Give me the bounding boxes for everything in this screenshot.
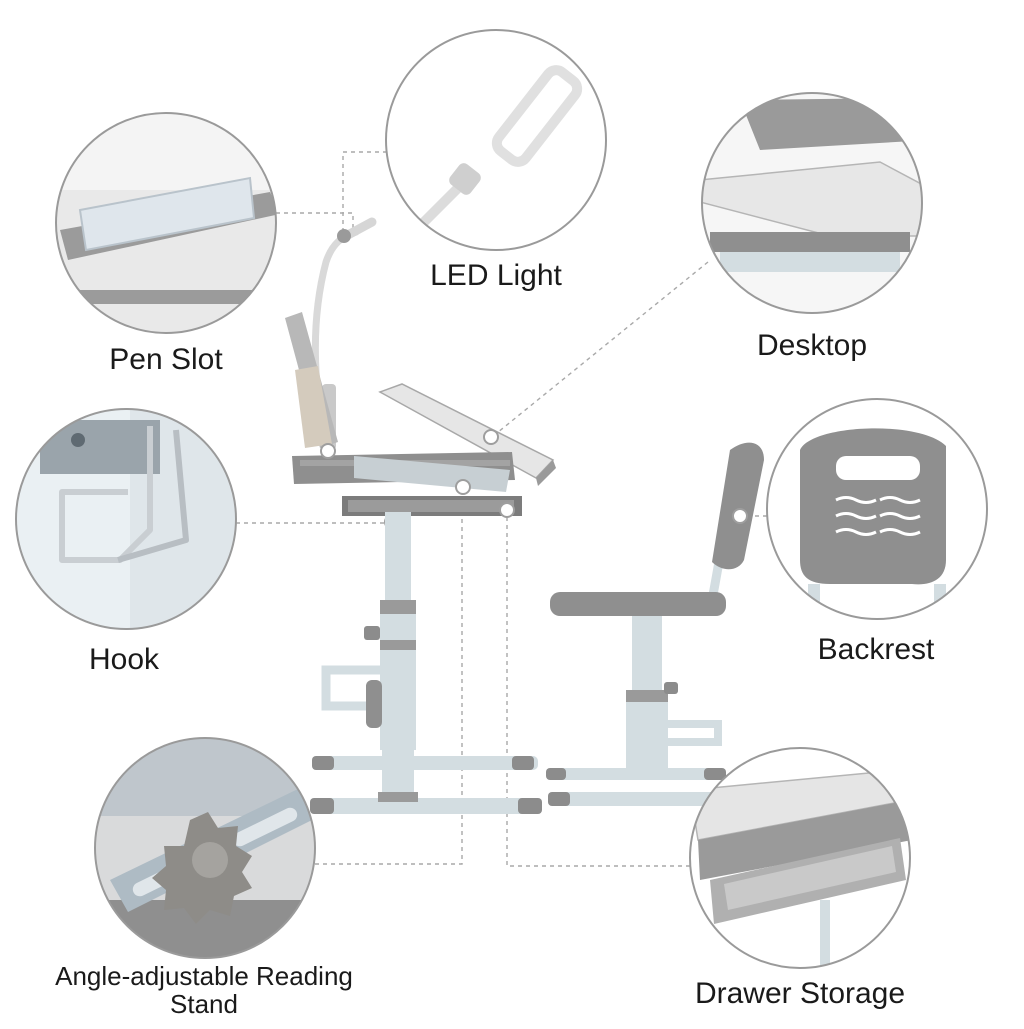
leader-pen	[276, 212, 354, 236]
led-light-label: LED Light	[430, 259, 562, 292]
leader-desktop	[491, 261, 709, 438]
backrest-label: Backrest	[817, 633, 935, 666]
leader-lines	[236, 151, 767, 867]
reading-stand-label-line2: Stand	[170, 989, 238, 1019]
drawer-storage-label: Drawer Storage	[694, 977, 906, 1010]
reading-stand-label-line1: Angle-adjustable Reading	[55, 961, 353, 991]
study-chair	[546, 442, 764, 806]
pen-slot-label: Pen Slot	[109, 343, 223, 376]
drawer-storage-callout	[689, 747, 911, 969]
leader-led	[342, 151, 387, 236]
study-desk	[285, 217, 556, 814]
led-light-callout	[385, 29, 607, 251]
hook-callout	[15, 408, 237, 630]
leader-stand	[315, 499, 463, 865]
hook-label: Hook	[88, 643, 160, 676]
reading-stand-callout	[94, 737, 316, 959]
pen-slot-callout	[55, 112, 277, 334]
desktop-label: Desktop	[756, 329, 868, 362]
desktop-callout	[701, 92, 923, 314]
backrest-callout	[766, 398, 988, 620]
